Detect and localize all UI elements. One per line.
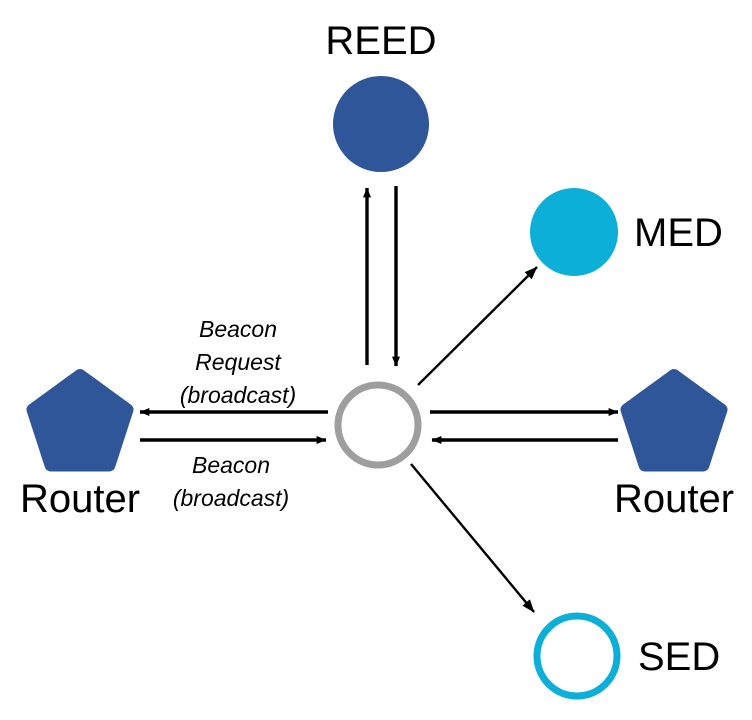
edge-center-to-med (417, 266, 538, 386)
node-label-router-right: Router (614, 477, 734, 521)
nodes-layer (26, 76, 728, 700)
beacon-label: Beacon (broadcast) (173, 452, 289, 511)
node-label-sed: SED (638, 635, 720, 679)
node-label-reed: REED (325, 19, 436, 63)
beacon-label-line-1: (broadcast) (173, 485, 289, 511)
node-router-left[interactable] (26, 369, 134, 472)
edge-center-to-sed (410, 463, 535, 613)
node-reed[interactable] (333, 76, 429, 172)
node-router-right[interactable] (620, 369, 728, 472)
edges-layer (139, 186, 619, 613)
node-med[interactable] (530, 188, 618, 276)
node-leader[interactable] (334, 381, 422, 469)
node-label-router-left: Router (20, 477, 140, 521)
beacon-request-label-line-0: Beacon (199, 316, 277, 342)
beacon-request-label-line-1: Request (195, 349, 282, 375)
beacon-request-label-line-2: (broadcast) (180, 382, 296, 408)
beacon-label-line-0: Beacon (192, 452, 270, 478)
node-label-med: MED (634, 211, 723, 255)
node-sed[interactable] (533, 612, 621, 700)
node-labels-layer: REED MED SED Router Router (20, 19, 734, 679)
